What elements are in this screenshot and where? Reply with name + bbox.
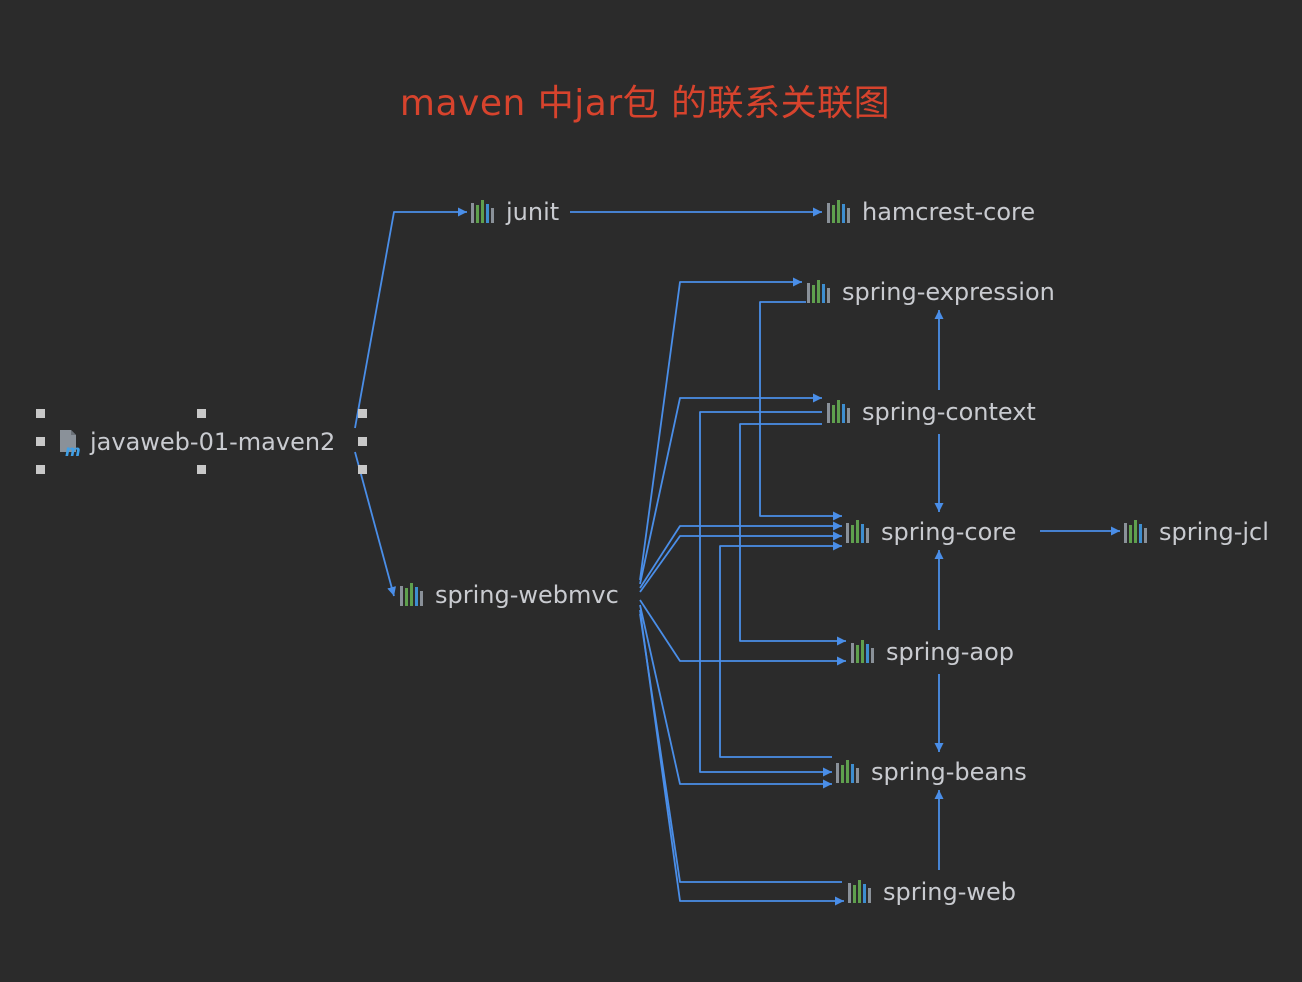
node-spring-jcl[interactable]: spring-jcl bbox=[1123, 515, 1269, 549]
edge-root-junit bbox=[354, 207, 467, 429]
selection-handle[interactable] bbox=[36, 437, 45, 446]
node-label: javaweb-01-maven2 bbox=[90, 428, 336, 456]
node-label: junit bbox=[506, 198, 560, 226]
node-label: spring-webmvc bbox=[435, 581, 619, 609]
jar-library-icon bbox=[806, 279, 834, 305]
node-junit[interactable]: junit bbox=[470, 195, 559, 229]
jar-library-icon bbox=[470, 199, 498, 225]
edge-expression-core bbox=[759, 301, 842, 521]
edge-webmvc-core-1 bbox=[639, 521, 842, 589]
edge-root-webmvc bbox=[354, 451, 396, 597]
jar-library-icon bbox=[399, 582, 427, 608]
node-label: spring-beans bbox=[871, 758, 1027, 786]
node-label: spring-jcl bbox=[1159, 518, 1269, 546]
edge-beans-core bbox=[719, 541, 842, 758]
edge-context-aop bbox=[739, 423, 846, 646]
node-spring-beans[interactable]: spring-beans bbox=[835, 755, 1027, 789]
node-spring-aop[interactable]: spring-aop bbox=[850, 635, 1014, 669]
edge-webmvc-web-2 bbox=[639, 613, 842, 883]
maven-module-icon: m bbox=[60, 430, 81, 457]
jar-library-icon bbox=[826, 199, 854, 225]
selection-handle[interactable] bbox=[197, 409, 206, 418]
node-label: hamcrest-core bbox=[862, 198, 1036, 226]
edge-webmvc-core-2 bbox=[639, 531, 842, 593]
node-label: spring-aop bbox=[886, 638, 1015, 666]
selection-handle[interactable] bbox=[358, 465, 367, 474]
selection-handle[interactable] bbox=[197, 465, 206, 474]
node-label: spring-web bbox=[883, 878, 1017, 906]
edge-webmvc-web bbox=[639, 609, 844, 906]
jar-library-icon bbox=[850, 639, 878, 665]
selection-handle[interactable] bbox=[36, 409, 45, 418]
node-label: spring-core bbox=[881, 518, 1017, 546]
edge-webmvc-beans bbox=[639, 604, 832, 789]
dependency-edges bbox=[354, 207, 1120, 906]
jar-library-icon bbox=[826, 399, 854, 425]
selection-handle[interactable] bbox=[36, 465, 45, 474]
edge-webmvc-aop bbox=[639, 599, 846, 666]
node-spring-context[interactable]: spring-context bbox=[826, 395, 1036, 429]
jar-library-icon bbox=[1123, 519, 1151, 545]
node-spring-expression[interactable]: spring-expression bbox=[806, 275, 1055, 309]
jar-library-icon bbox=[835, 759, 863, 785]
diagram-title: maven 中jar包 的联系关联图 bbox=[399, 83, 891, 124]
jar-library-icon bbox=[845, 519, 873, 545]
node-label: spring-expression bbox=[842, 278, 1055, 306]
node-javaweb-01-maven2[interactable]: m javaweb-01-maven2 bbox=[56, 425, 335, 459]
node-spring-web[interactable]: spring-web bbox=[847, 875, 1016, 909]
node-spring-webmvc[interactable]: spring-webmvc bbox=[399, 578, 619, 612]
selection-handle[interactable] bbox=[358, 437, 367, 446]
node-hamcrest-core[interactable]: hamcrest-core bbox=[826, 195, 1035, 229]
node-label: spring-context bbox=[862, 398, 1036, 426]
svg-text:m: m bbox=[65, 442, 81, 457]
selection-handle[interactable] bbox=[358, 409, 367, 418]
node-spring-core[interactable]: spring-core bbox=[845, 515, 1016, 549]
edge-webmvc-expression bbox=[639, 277, 802, 581]
edge-webmvc-context bbox=[639, 393, 822, 585]
edge-context-beans bbox=[699, 411, 832, 777]
jar-library-icon bbox=[847, 879, 875, 905]
